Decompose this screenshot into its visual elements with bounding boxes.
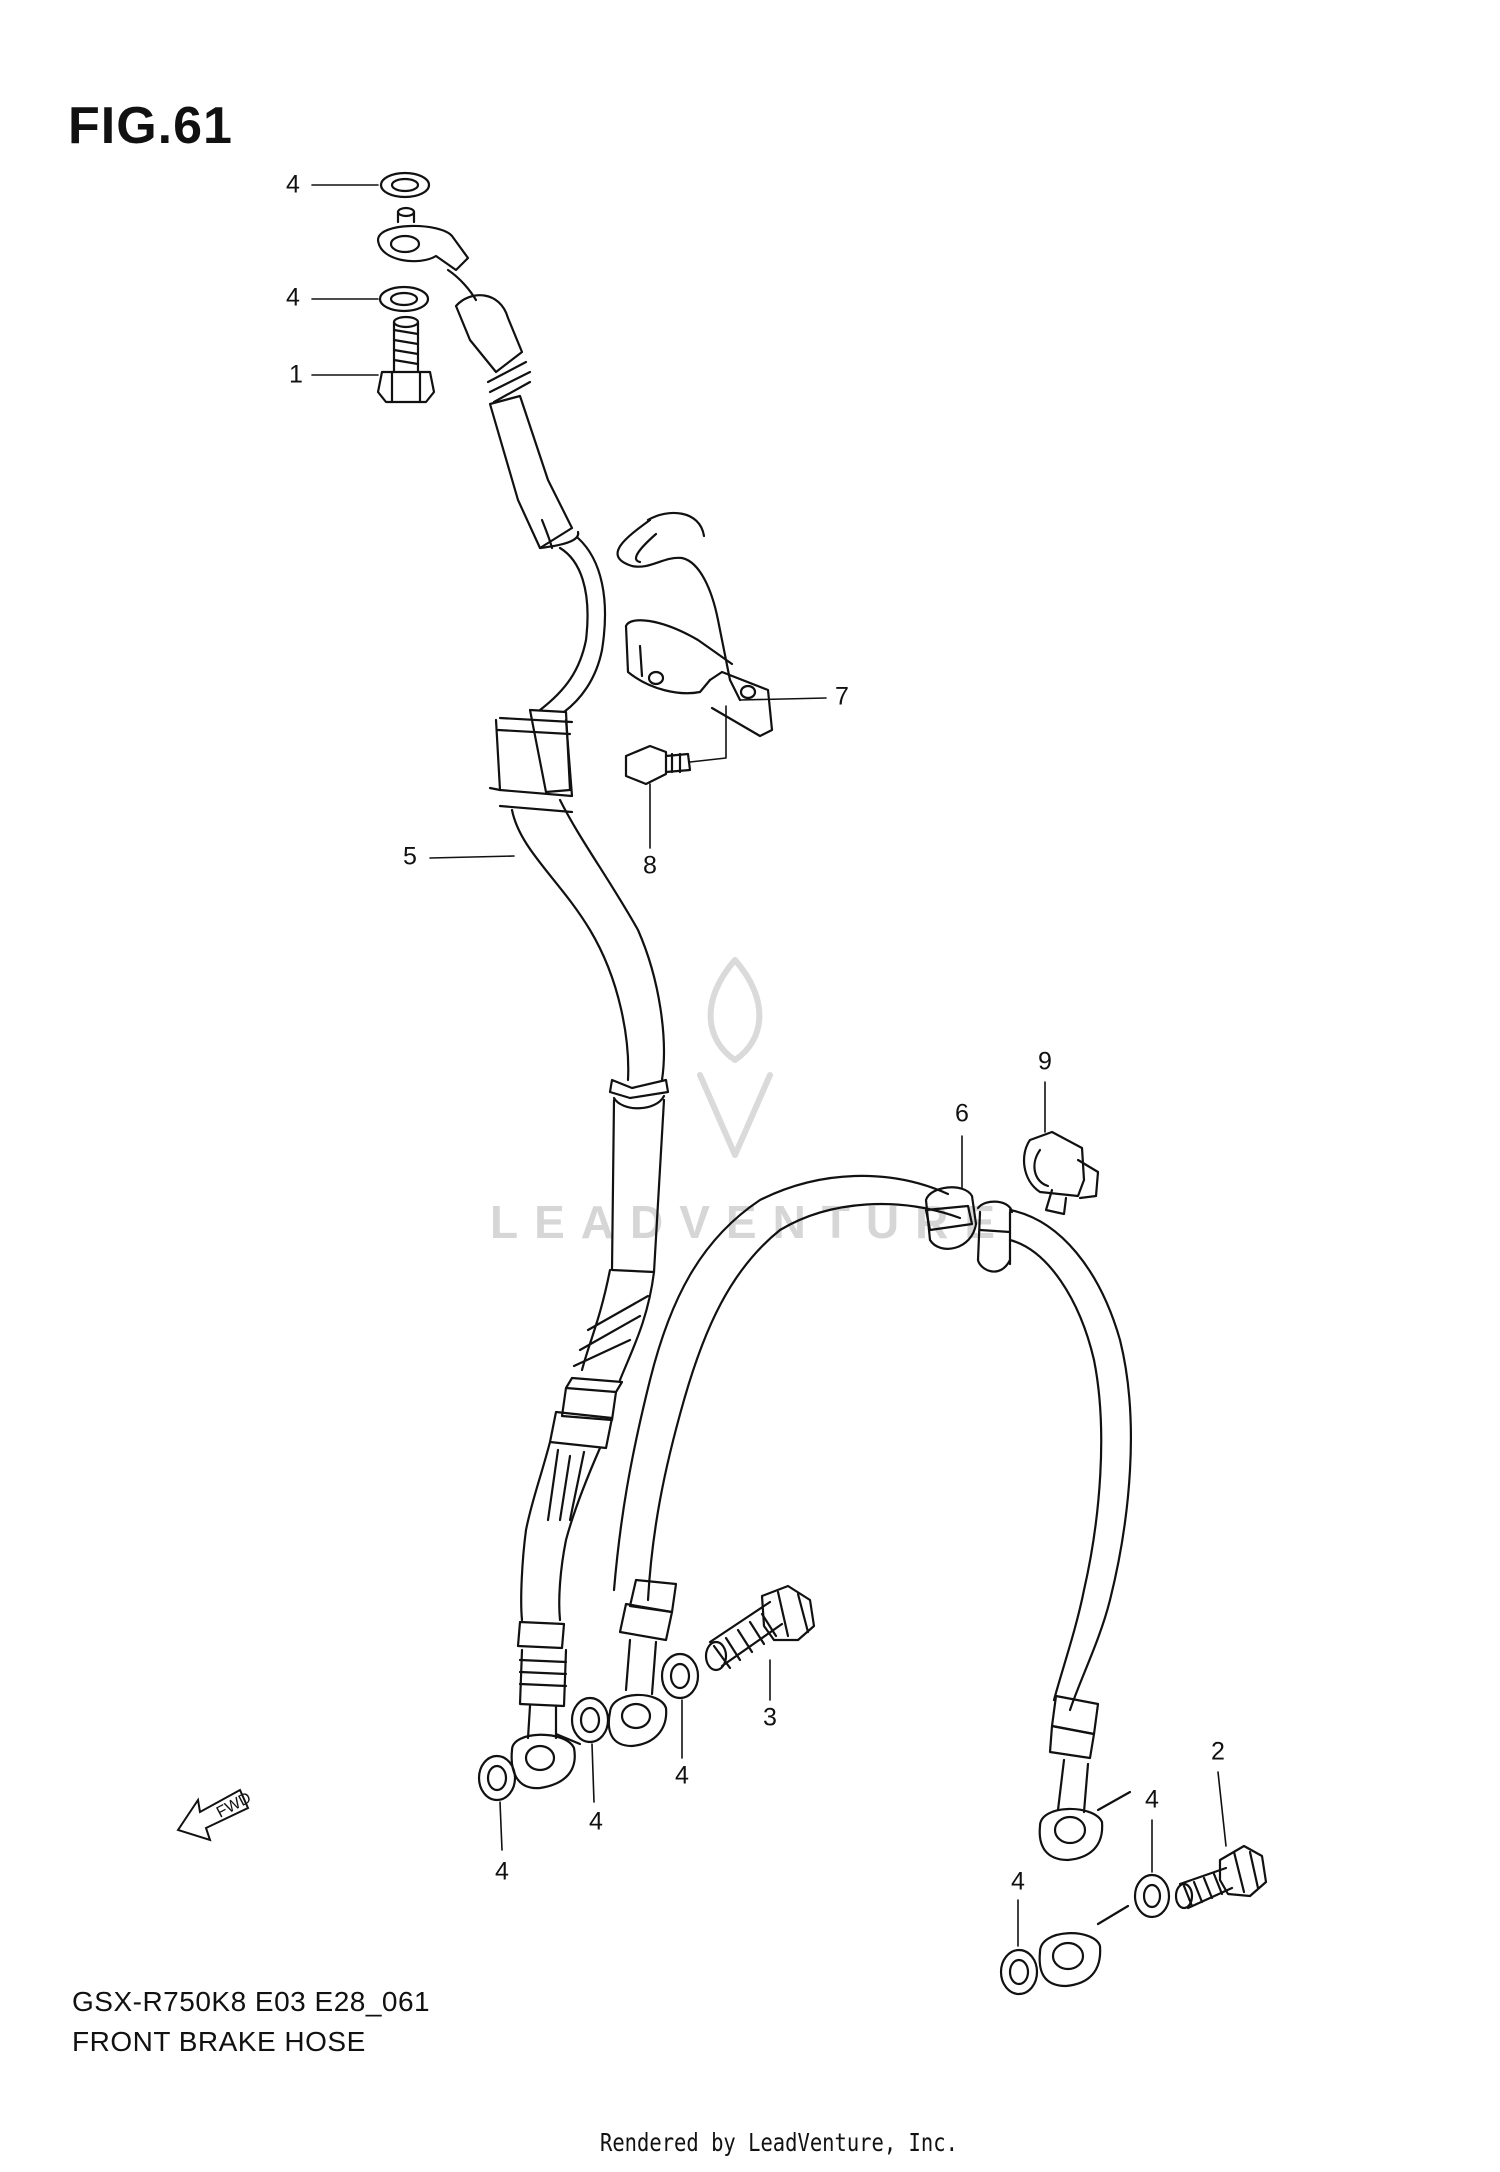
callout-9: 9	[1038, 1047, 1052, 1076]
watermark-text: LEADVENTURE	[490, 1196, 1012, 1248]
figure-title: FIG.61	[68, 97, 233, 155]
forward-arrow-icon	[176, 1788, 250, 1842]
leader-lines	[311, 184, 1227, 1947]
render-credit: Rendered by LeadVenture, Inc.	[600, 2128, 958, 2157]
brake-hose-right	[612, 1174, 1132, 1862]
callout-4: 4	[1145, 1785, 1159, 1814]
callout-4: 4	[675, 1761, 689, 1790]
upper-washer-bottom	[378, 285, 430, 313]
callout-3: 3	[763, 1703, 777, 1732]
callout-1: 1	[289, 360, 303, 389]
callout-4: 4	[495, 1857, 509, 1886]
washer-lower-mid	[570, 1696, 610, 1744]
hose-lower-left-fitting	[607, 1578, 678, 1748]
brake-hose-5	[446, 268, 670, 1790]
callout-6: 6	[955, 1099, 969, 1128]
callout-7: 7	[835, 682, 849, 711]
washer-right-upper	[1133, 1873, 1171, 1919]
callout-2: 2	[1211, 1737, 1225, 1766]
callout-5: 5	[403, 842, 417, 871]
union-bolt-1	[376, 315, 436, 404]
upper-banjo-eye	[376, 206, 470, 272]
union-bolt-3	[704, 1584, 816, 1672]
bolt-8	[624, 744, 692, 786]
callout-4: 4	[286, 170, 300, 199]
bracket-7	[616, 511, 774, 738]
lower-right-banjo	[1038, 1904, 1130, 1988]
callout-4: 4	[286, 283, 300, 312]
model-code: GSX-R750K8 E03 E28_061	[72, 1986, 431, 2017]
washer-lower-left	[477, 1754, 517, 1802]
callout-8: 8	[643, 851, 657, 880]
callout-4: 4	[589, 1807, 603, 1836]
washer-right-lower	[999, 1948, 1039, 1996]
upper-washer-top	[379, 171, 431, 199]
flame-v-logo-icon	[697, 957, 773, 1158]
diagram-name: FRONT BRAKE HOSE	[72, 2026, 366, 2057]
clamp-9	[1023, 1130, 1100, 1216]
callout-4: 4	[1011, 1867, 1025, 1896]
washer-lower-right	[660, 1652, 700, 1700]
union-bolt-2	[1174, 1844, 1268, 1910]
